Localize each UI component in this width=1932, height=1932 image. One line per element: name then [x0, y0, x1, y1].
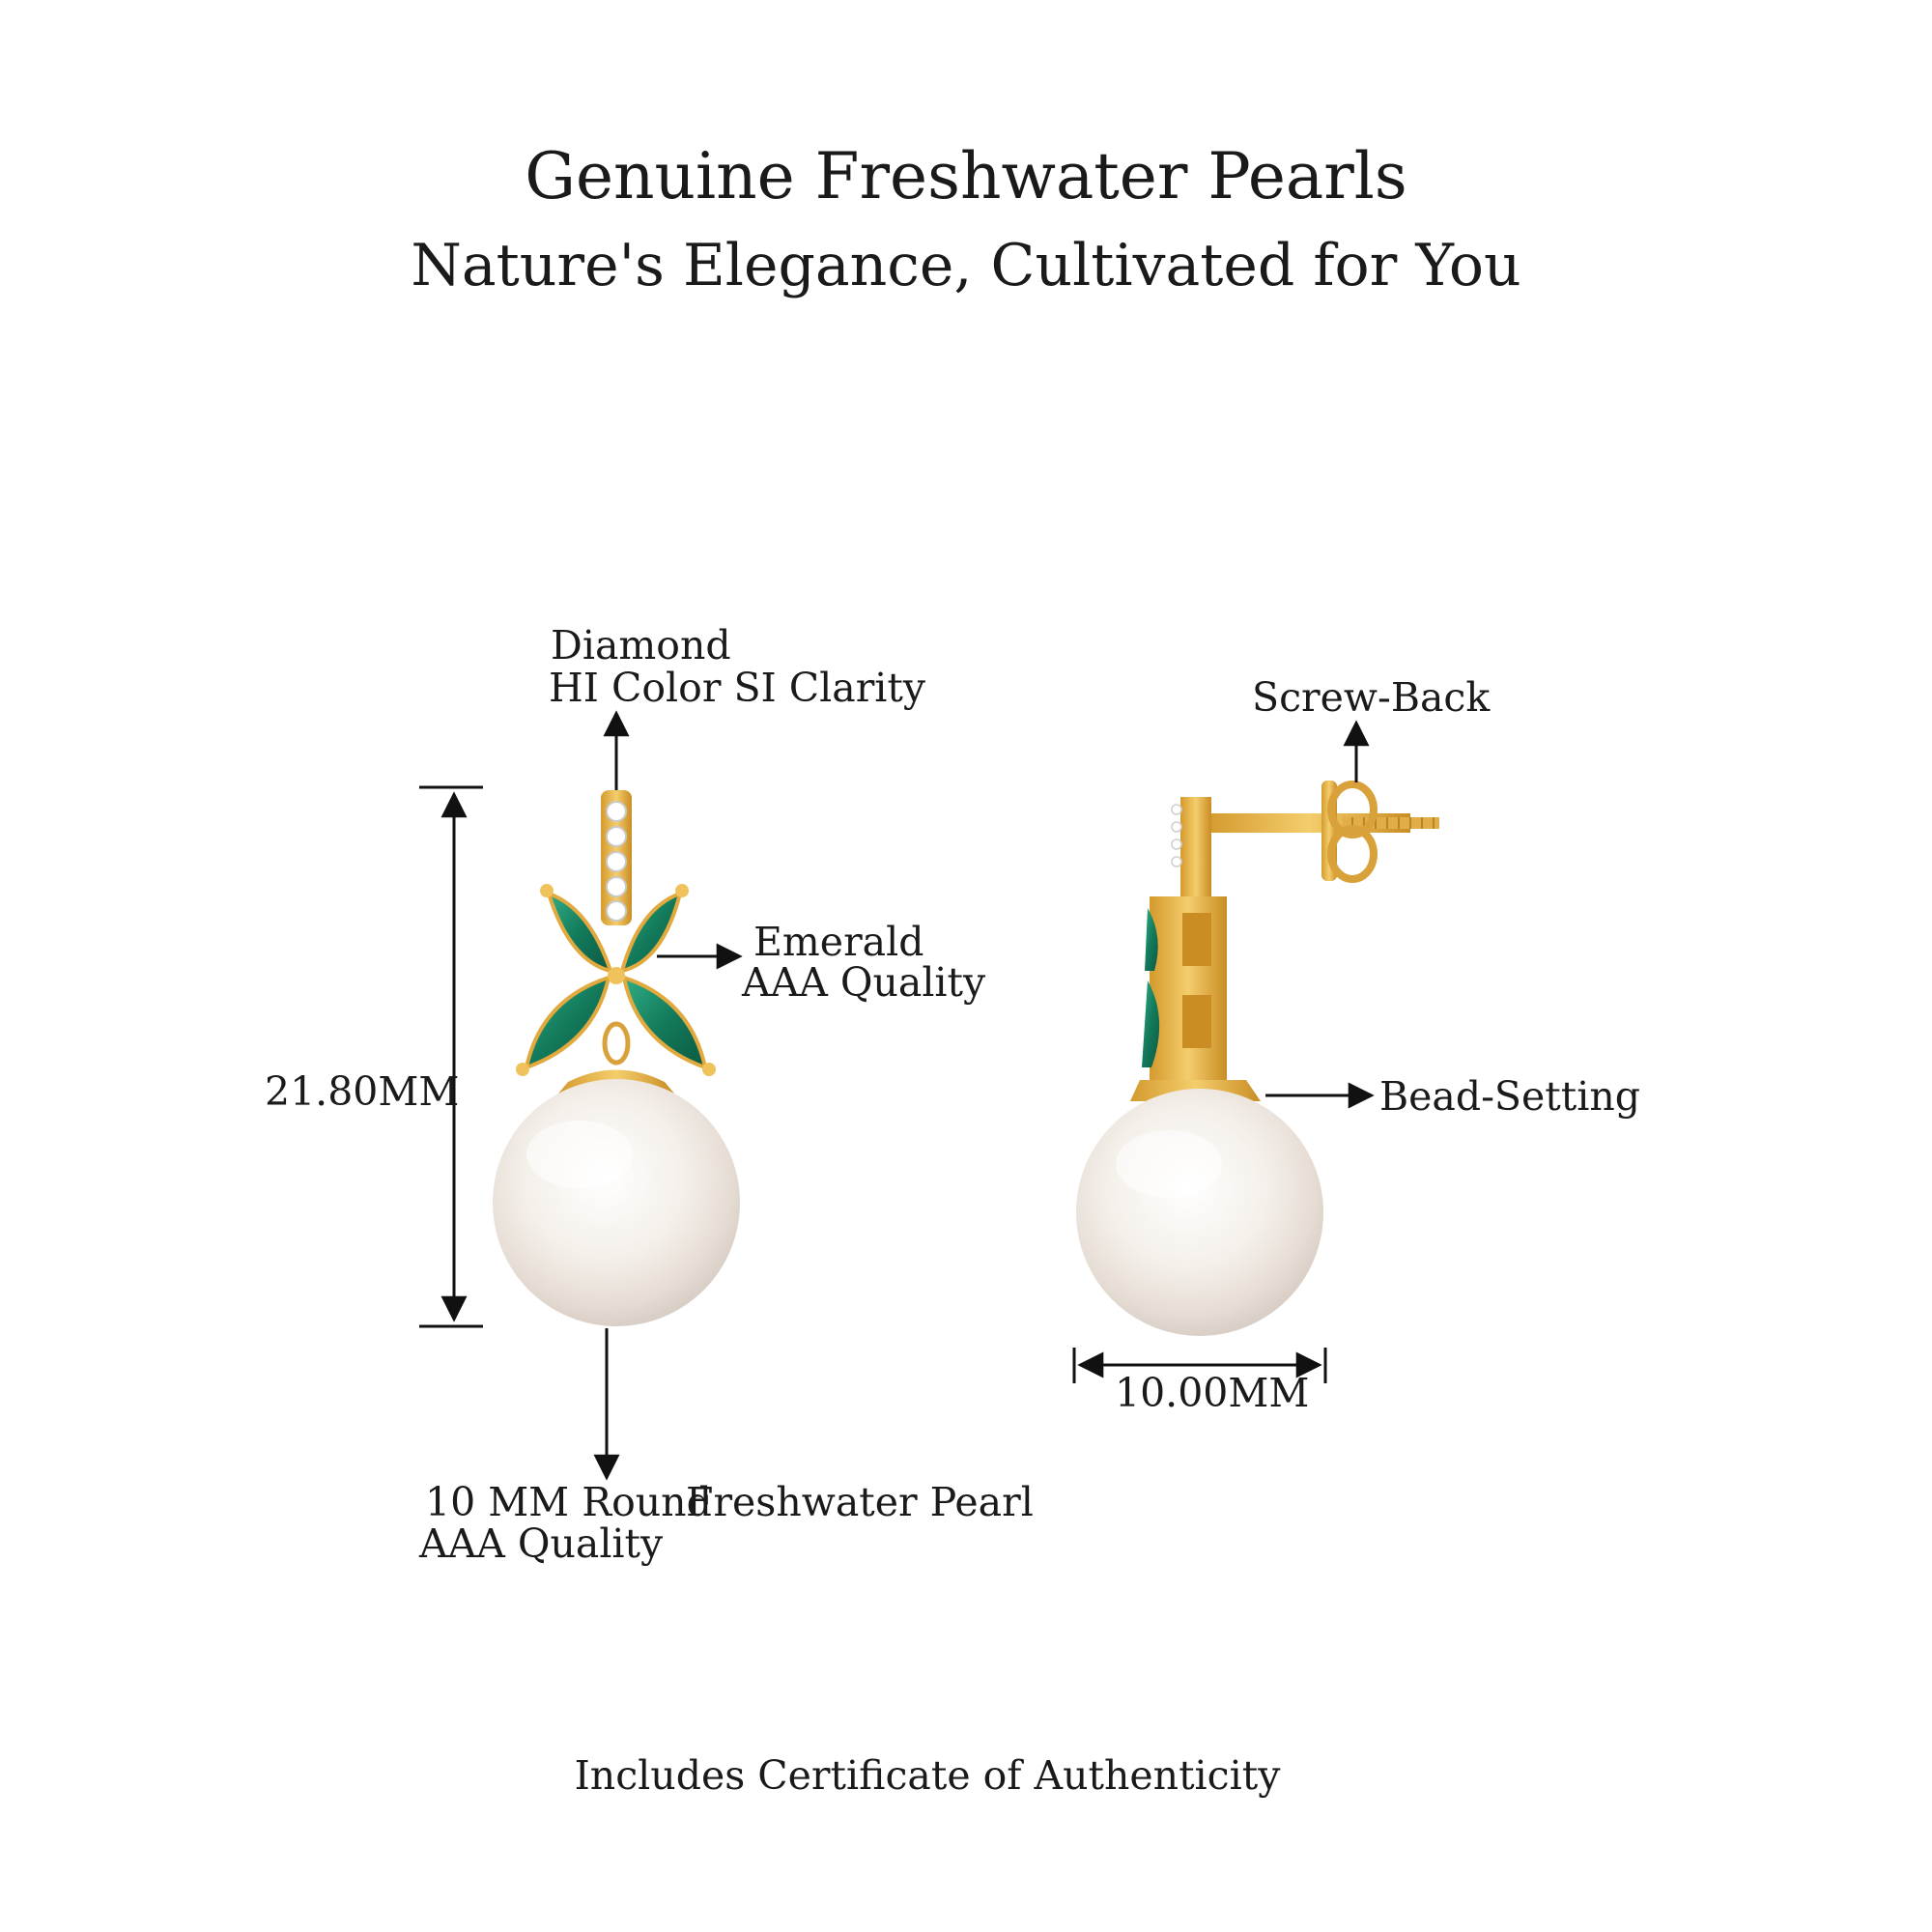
diamond-spec-label: HI Color SI Clarity	[549, 665, 926, 711]
screw-back-label: Screw-Back	[1252, 674, 1491, 721]
width-dimension	[1072, 1348, 1327, 1383]
emerald-label: Emerald	[753, 919, 924, 965]
pearl-type-label: Freshwater Pearl	[686, 1479, 1034, 1525]
pearl-side	[1076, 1089, 1323, 1336]
pearl	[493, 1079, 740, 1326]
bead-setting-label: Bead-Setting	[1379, 1073, 1641, 1120]
emerald-quality-label: AAA Quality	[742, 959, 986, 1006]
pearl-size-label: 10 MM Round	[425, 1479, 712, 1525]
height-dimension-label: 21.80MM	[265, 1068, 460, 1115]
diamond-label: Diamond	[551, 622, 731, 668]
page-subtitle: Nature's Elegance, Cultivated for You	[411, 232, 1521, 299]
front-view-earring	[493, 790, 740, 1326]
screw-back-nut	[1321, 781, 1378, 883]
pearl-quality-label: AAA Quality	[419, 1520, 664, 1567]
height-dimension	[419, 785, 483, 1328]
width-dimension-label: 10.00MM	[1115, 1370, 1310, 1416]
emerald-cluster	[516, 884, 716, 1076]
diamond-stones	[606, 801, 627, 922]
page-title: Genuine Freshwater Pearls	[525, 139, 1407, 213]
side-view-earring	[1076, 781, 1439, 1336]
certificate-note: Includes Certificate of Authenticity	[574, 1752, 1281, 1799]
